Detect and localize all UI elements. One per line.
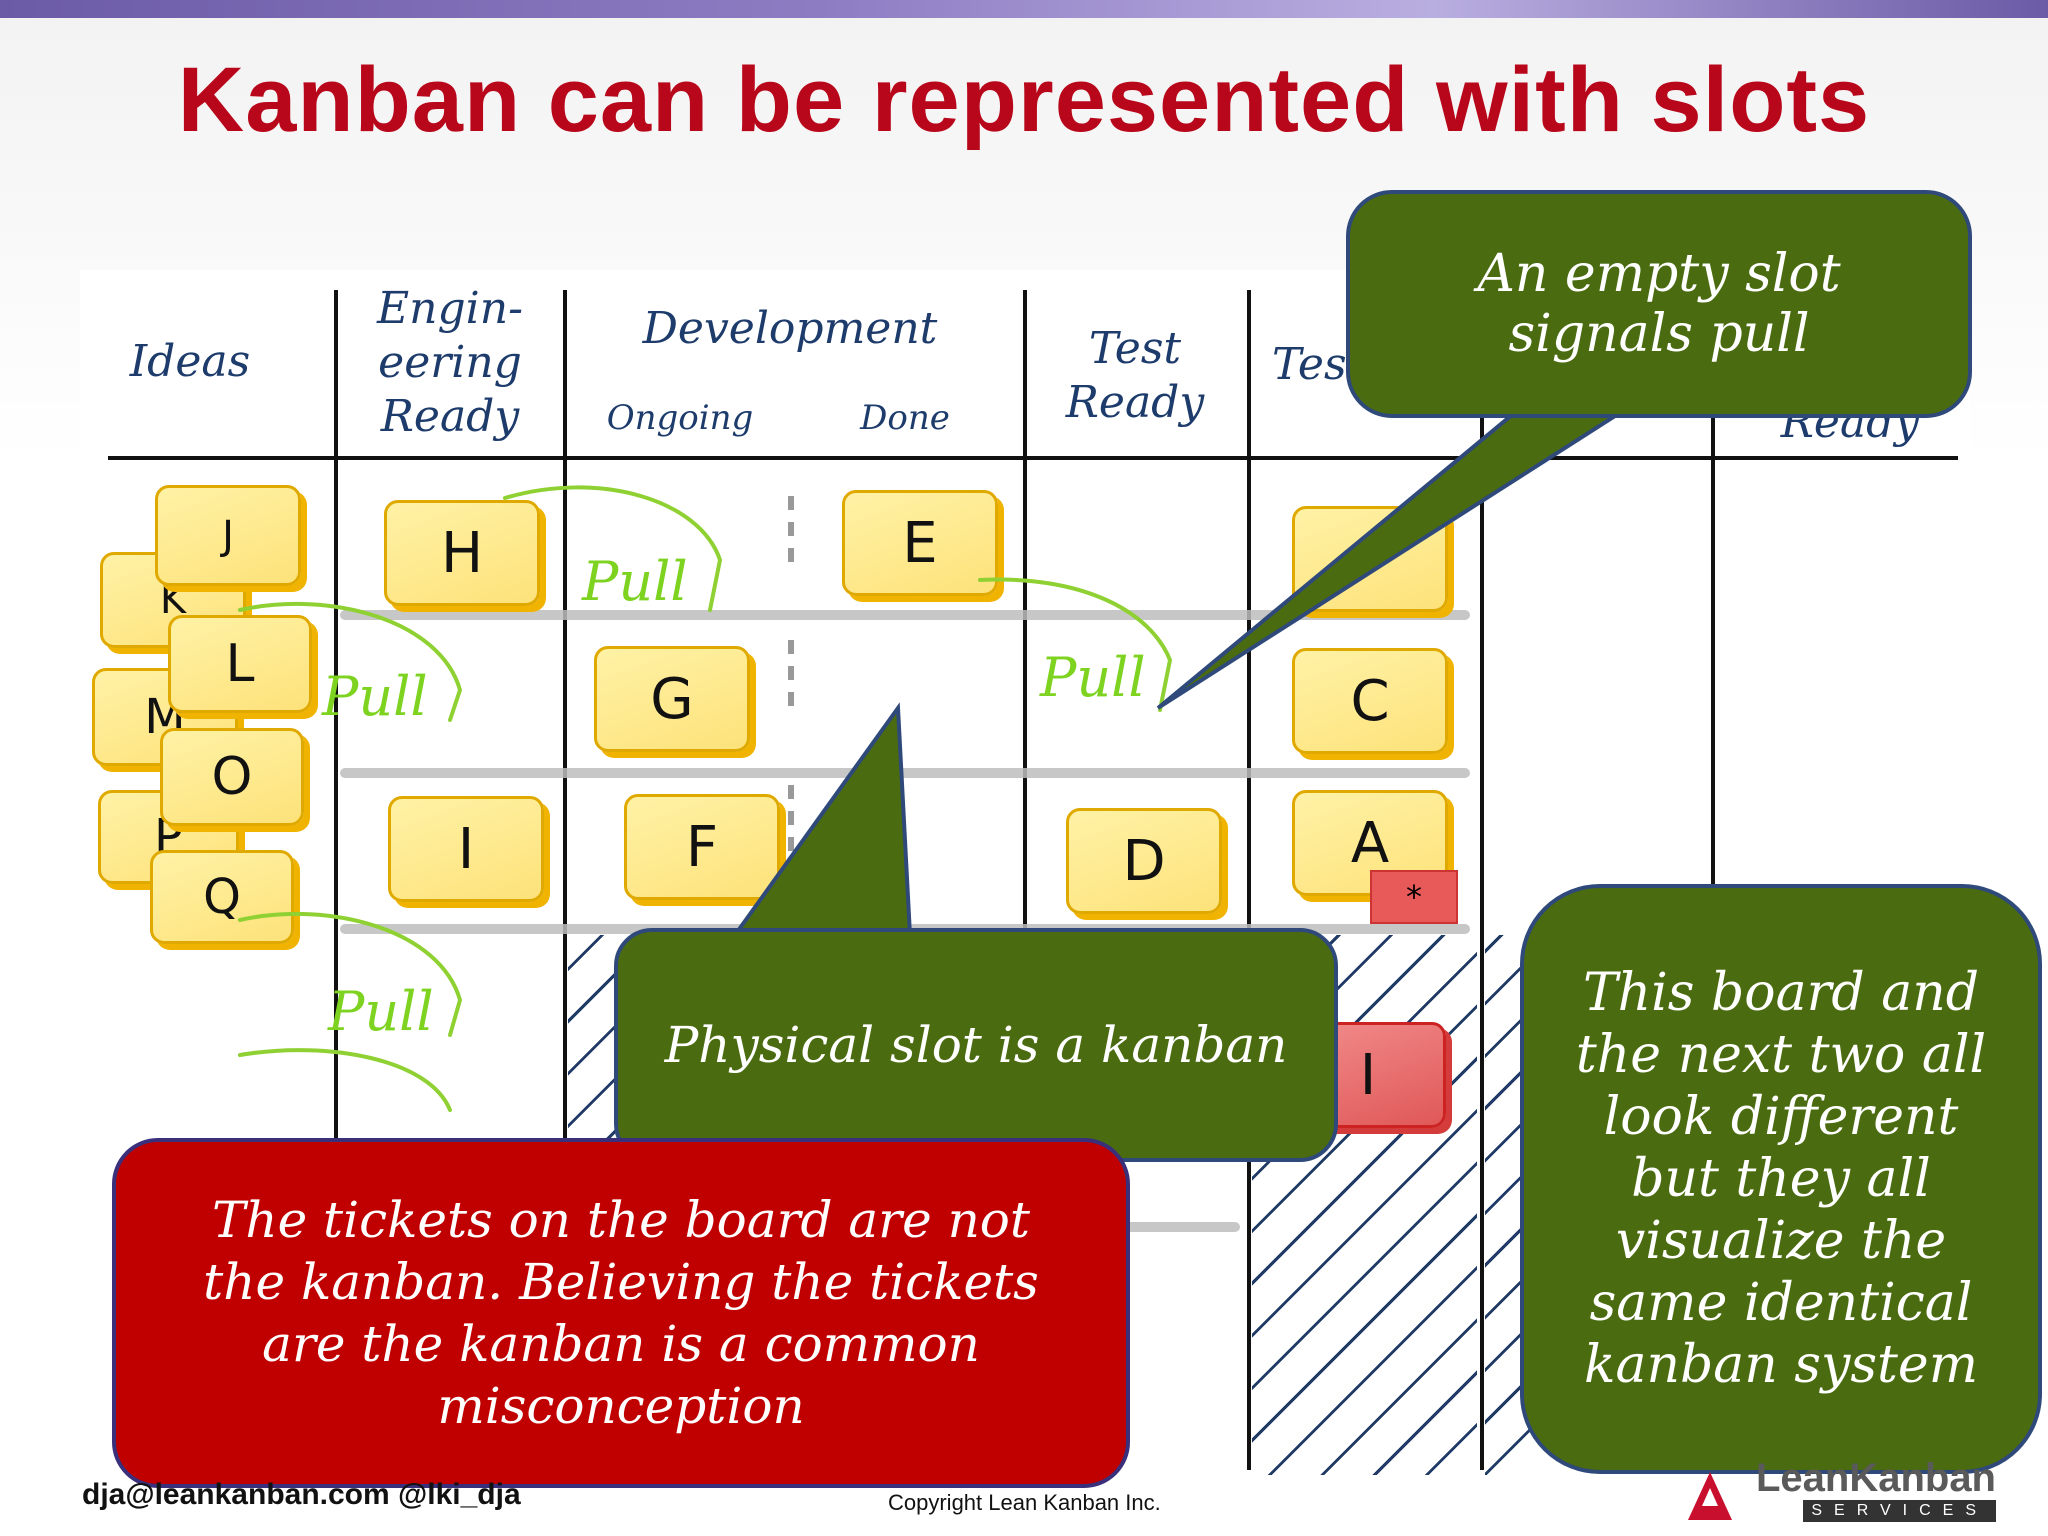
pull-label: Pull (1040, 646, 1146, 709)
callout-boards-note-text: This board and the next two all look dif… (1575, 963, 1987, 1395)
pull-arrow (238, 1048, 452, 1112)
dev-split-line (788, 785, 794, 855)
callout-empty-slot: An empty slot signals pull (1346, 190, 1972, 418)
callout-misconception-text: The tickets on the board are not the kan… (203, 1191, 1039, 1435)
ticket-o: O (160, 728, 304, 826)
ticket-h: H (384, 500, 540, 606)
column-subheader-ongoing: Ongoing (606, 398, 754, 438)
pull-arrow (238, 602, 463, 722)
pull-label: Pull (328, 980, 434, 1043)
pull-arrow (978, 577, 1173, 712)
ticket-q: Q (150, 850, 294, 944)
column-divider (334, 290, 338, 1470)
ticket-l: L (168, 615, 312, 713)
column-divider (1023, 290, 1027, 1470)
callout-misconception: The tickets on the board are not the kan… (112, 1138, 1130, 1488)
column-header-development: Development (642, 303, 938, 354)
footer-copyright: Copyright Lean Kanban Inc. (888, 1490, 1161, 1515)
ticket-i: I (388, 796, 544, 902)
ticket-e: E (842, 490, 998, 596)
top-accent-bar (0, 0, 2048, 18)
column-header-ideas: Ideas (129, 336, 251, 387)
pull-arrow (238, 912, 463, 1037)
dev-split-line (788, 640, 794, 710)
column-subheader-done: Done (860, 398, 950, 438)
logo-wordmark: LeanKanban (1755, 1456, 1996, 1500)
ticket-d: D (1066, 808, 1222, 914)
pull-label: Pull (322, 665, 428, 728)
lean-kanban-logo-icon (1688, 1472, 1732, 1520)
callout-boards-note: This board and the next two all look dif… (1520, 884, 2042, 1474)
column-divider (1711, 290, 1715, 1470)
callout-empty-slot-text: An empty slot signals pull (1477, 244, 1841, 364)
ticket-j: J (155, 485, 301, 586)
column-header-engineering-ready: Engin- eering Ready (377, 283, 523, 442)
slot-row-line (340, 768, 1470, 778)
logo-subtitle: SERVICES (1803, 1500, 1996, 1522)
callout-physical-slot-text: Physical slot is a kanban (664, 1016, 1288, 1074)
ticket-f: F (624, 794, 780, 900)
slide-title: Kanban can be represented with slots (177, 49, 1871, 151)
pull-arrow (503, 485, 723, 612)
ticket-g: G (594, 646, 750, 752)
header-divider (108, 456, 1958, 460)
column-divider (1247, 290, 1251, 1470)
column-header-test-ready: Test Ready (1065, 323, 1205, 428)
expedite-marker: * (1370, 870, 1458, 924)
pull-label: Pull (582, 550, 688, 613)
column-divider (563, 290, 567, 1470)
ticket-c: C (1292, 648, 1448, 754)
dev-split-line (788, 496, 794, 566)
callout-physical-slot: Physical slot is a kanban (614, 928, 1338, 1162)
footer-contact: dja@leankanban.com @lki_dja (82, 1478, 521, 1511)
column-divider (1480, 290, 1484, 1470)
slot-row-line (340, 610, 1470, 620)
column-header-testing: Tes (1272, 339, 1347, 390)
